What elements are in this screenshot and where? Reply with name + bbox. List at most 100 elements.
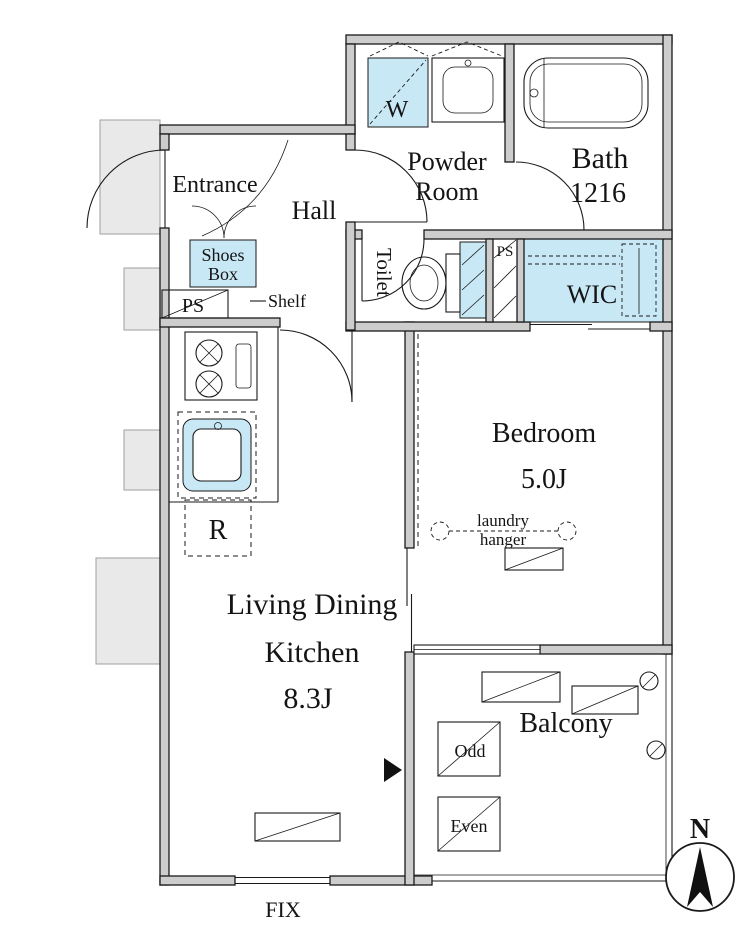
entrance-step-line [201, 139, 289, 237]
sink-counter-dash [177, 411, 257, 499]
bath-label: Bath [572, 142, 629, 175]
burner [195, 339, 223, 367]
refrigerator-space [184, 499, 252, 557]
ldk-label-line2: Kitchen [265, 636, 360, 669]
drain-hatch [649, 743, 663, 757]
wall-bedroom-top-left [345, 321, 531, 332]
window-panel-diagonal [254, 812, 341, 842]
wall-powder-bottom-b [423, 229, 673, 240]
washer-door-swing-dash [369, 59, 427, 125]
wall-right [662, 34, 673, 655]
pillar [123, 267, 161, 331]
doors [86, 139, 585, 403]
powder-door-arc [354, 149, 428, 223]
odd-window-label: Odd [455, 741, 486, 761]
wall-kitchen-top [159, 317, 281, 328]
wall-hall-powder-stub [345, 133, 356, 151]
pillar [123, 429, 161, 491]
hatch-line [461, 294, 485, 316]
sliding-doors [406, 323, 650, 655]
pillar [95, 557, 161, 665]
window-panel [254, 812, 341, 842]
wall-entrance-top [159, 124, 356, 135]
washbasin-bowl [442, 66, 494, 114]
compass: N [665, 814, 735, 912]
toilet-bowl [401, 256, 447, 310]
window-panel-diagonal [437, 796, 501, 852]
window-panel-diagonal [481, 671, 561, 703]
laundry-hanger-label-line1: laundry [477, 511, 529, 530]
toilet-bowl-inner [409, 264, 439, 302]
shoes-box-door-arc-left [191, 205, 225, 239]
hatch-line [461, 244, 485, 266]
pillar [99, 119, 161, 235]
bathtub-inner [529, 63, 643, 123]
balcony-fixtures [437, 671, 666, 852]
wall-bottom-right [329, 875, 433, 886]
wall-ldk-balcony [404, 651, 415, 886]
shoes-box-label-line2: Box [208, 264, 238, 284]
wic-fixtures [528, 243, 657, 317]
laundry-hanger [430, 521, 577, 571]
ps-right-label: PS [497, 244, 514, 260]
compass-needle [687, 847, 713, 907]
overhead-cabinet-dash [431, 41, 503, 57]
sink-basin [192, 428, 242, 482]
room-labels: Entrance Hall Powder Room Bath 1216 Toil… [172, 142, 628, 739]
ps-left-box [161, 289, 229, 319]
bath-door-arc [515, 161, 585, 231]
wall-ps-wic-divider [516, 238, 525, 323]
wall-powder-left [345, 43, 356, 135]
walls [159, 34, 673, 886]
ps-right-hatch [493, 265, 517, 289]
window-panel [481, 671, 561, 703]
bathtub-faucet [529, 88, 539, 98]
grill [235, 343, 252, 389]
ldk-size-label: 8.3J [283, 682, 333, 715]
balcony-label: Balcony [519, 708, 612, 739]
shafts [161, 239, 517, 319]
drain-pipe [646, 740, 666, 760]
burner-cross [199, 343, 219, 363]
stove [184, 331, 258, 401]
bedroom-label: Bedroom [492, 418, 596, 449]
toilet-fixtures [401, 253, 461, 313]
ps-right-hatch [493, 295, 517, 319]
drain-pipe [639, 671, 659, 691]
ps-right-hatch [493, 239, 517, 259]
sink-faucet [214, 422, 222, 430]
wall-toilet-left [345, 221, 356, 331]
burner [195, 370, 223, 398]
ldk-windows [235, 758, 402, 885]
toilet-tank [445, 253, 461, 313]
window-panel-diagonal [571, 685, 639, 715]
shelf-label: Shelf [268, 291, 306, 311]
washbasin-faucet [464, 59, 472, 67]
wall-ldk-bedroom-upper [404, 321, 415, 549]
kitchen [169, 327, 279, 557]
hanger-bracket [557, 521, 577, 541]
toilet-door-arc [361, 238, 425, 302]
fix-window-label: FIX [265, 897, 301, 922]
hanger-bracket [430, 521, 450, 541]
bedroom-size-label: 5.0J [521, 464, 567, 495]
ps-left-label: PS [182, 295, 204, 317]
burner-cross [199, 374, 219, 394]
ldk-label-line1: Living Dining [227, 588, 398, 621]
wall-top [345, 34, 673, 45]
window-panel-diagonal [504, 547, 564, 571]
wall-left-stub [159, 133, 170, 151]
wall-powder-bath-divider [504, 43, 515, 163]
overhead-cabinet-dash [369, 41, 429, 57]
outer-pillars [95, 119, 161, 665]
hatch-line [461, 269, 485, 291]
hanger-rack-dash [621, 243, 657, 317]
entrance-door-arc [86, 149, 166, 229]
fixture-labels: Shoes Box PS PS Shelf W R laundry hanger… [182, 97, 530, 922]
refrigerator-label: R [209, 515, 228, 546]
wall-bedroom-top-right [649, 321, 673, 332]
wall-bottom-left [159, 875, 236, 886]
washer-label: W [386, 97, 409, 123]
